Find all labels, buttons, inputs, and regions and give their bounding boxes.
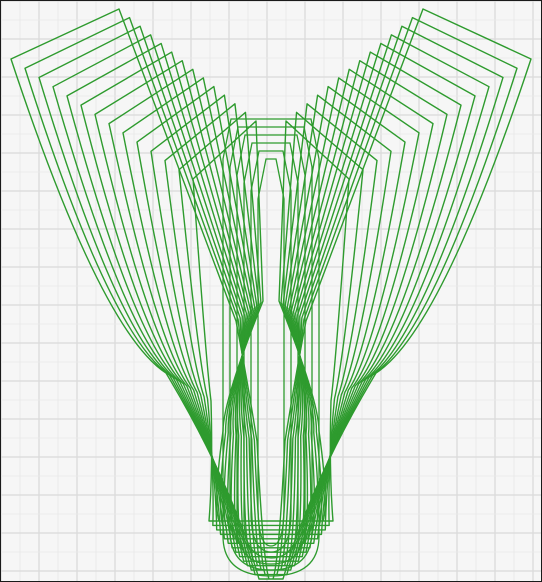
inner-column-outline <box>250 150 292 553</box>
inner-column-outline <box>243 142 299 559</box>
curve-outline <box>38 25 504 571</box>
inner-column-outline <box>222 118 320 577</box>
curve-outline <box>24 16 518 576</box>
curve-outline <box>122 77 420 545</box>
curve-outline <box>178 111 364 527</box>
curve-outline <box>10 8 532 580</box>
inner-column-outline <box>257 158 285 547</box>
inner-column-outline <box>229 126 313 571</box>
curve-outline <box>136 85 406 540</box>
curve-outline <box>108 68 434 549</box>
curve-outline <box>164 103 378 531</box>
curve-outline <box>94 59 448 553</box>
curve-outline <box>80 51 462 558</box>
curve-outline <box>150 94 392 536</box>
inner-column-outline <box>236 134 306 565</box>
curve-outline <box>192 120 350 522</box>
curve-outline <box>52 34 490 567</box>
curve-outline <box>66 42 476 562</box>
